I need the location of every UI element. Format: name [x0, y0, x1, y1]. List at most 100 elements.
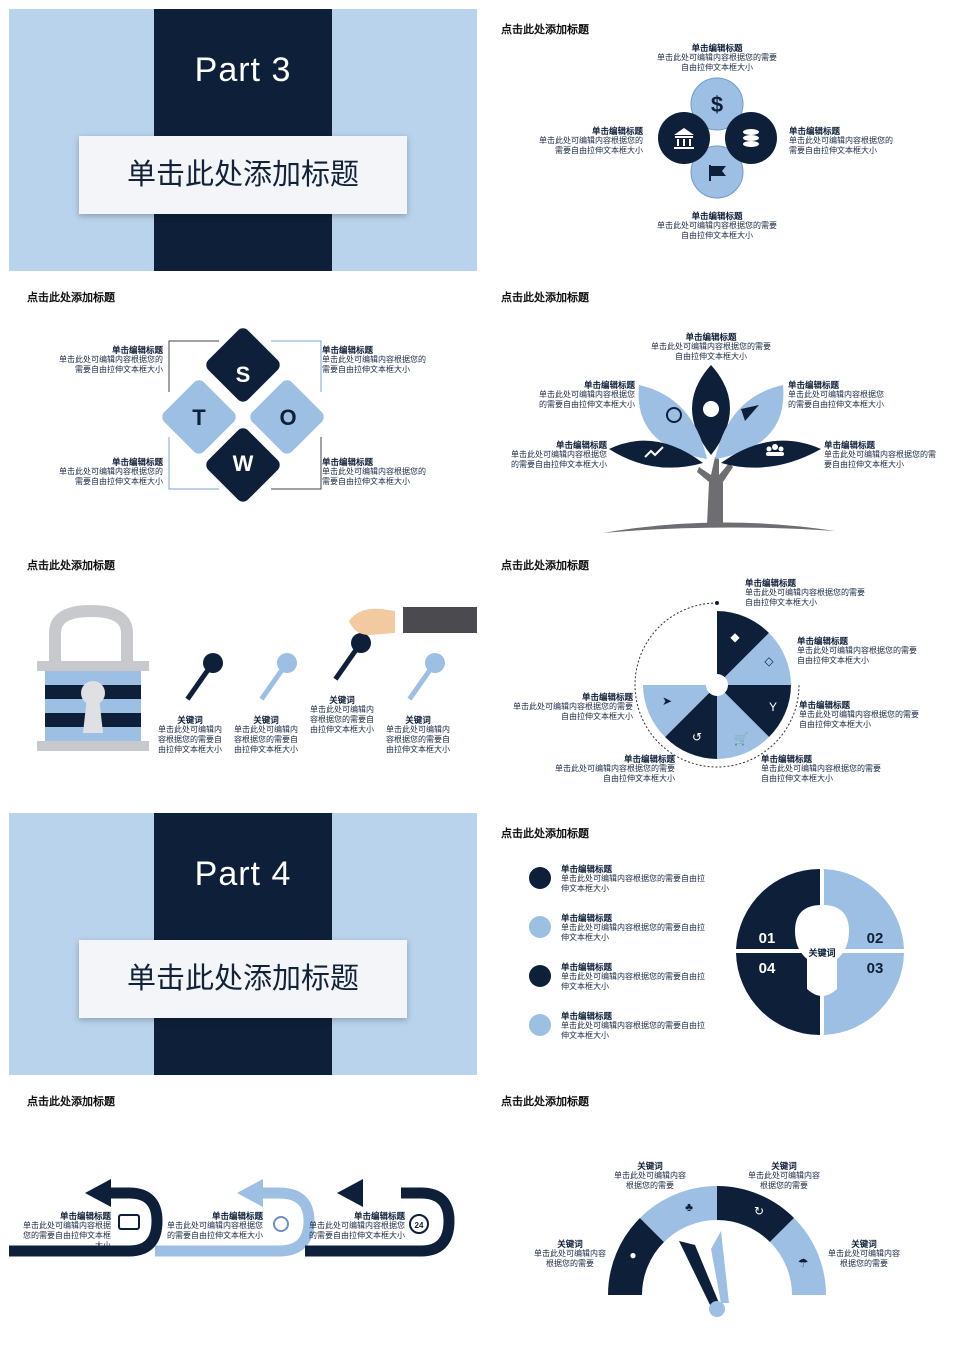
- slide-title[interactable]: 点击此处添加标题: [501, 828, 589, 840]
- cocktail-icon: Y: [769, 700, 777, 714]
- bulb-caption-4[interactable]: 单击编辑标题单击此处可编辑内容根据您的需要自由拉伸文本框大小: [561, 1011, 705, 1040]
- swot-caption-2[interactable]: 单击编辑标题单击此处可编辑内容根据您的需要自由拉伸文本框大小: [322, 345, 426, 374]
- tree-caption-left-upper[interactable]: 单击编辑标题单击此处可编辑内容根据您的需要自由拉伸文本框大小: [539, 380, 635, 409]
- bulb-slide: 点击此处添加标题 01 02 03 04 关键词 单击编辑标题单击此处可编辑内容…: [483, 813, 951, 1075]
- hand-icon: [349, 605, 477, 635]
- slide-title[interactable]: 点击此处添加标题: [501, 292, 589, 304]
- arrows-slide: 点击此处添加标题 24 单击编辑标题单击此处可编辑内容根据您的需要自由拉伸文本框…: [9, 1081, 477, 1343]
- swot-letter-s: S: [236, 362, 251, 387]
- gauge-caption-left[interactable]: 关键词单击此处可编辑内容根据您的需要: [534, 1239, 606, 1268]
- clover-bottom-caption[interactable]: 单击编辑标题单击此处可编辑内容根据您的需要自由拉伸文本框大小: [657, 211, 777, 240]
- part3-title-box[interactable]: 单击此处添加标题: [79, 136, 407, 214]
- fan-caption-4[interactable]: 单击编辑标题单击此处可编辑内容根据您的需要自由拉伸文本框大小: [761, 754, 881, 783]
- tree-caption-right-lower[interactable]: 单击编辑标题单击此处可编辑内容根据您的需要自由拉伸文本框大小: [824, 440, 936, 469]
- chart-up-icon: [644, 446, 664, 458]
- swot-caption-1[interactable]: 单击编辑标题单击此处可编辑内容根据您的需要自由拉伸文本框大小: [59, 345, 163, 374]
- tree-caption-left-lower[interactable]: 单击编辑标题单击此处可编辑内容根据您的需要自由拉伸文本框大小: [511, 440, 607, 469]
- gauge-needle-dark: [679, 1241, 719, 1307]
- slide-title[interactable]: 点击此处添加标题: [27, 1096, 115, 1108]
- gauge-arc: [608, 1186, 826, 1296]
- 24h-icon: [409, 1214, 429, 1234]
- swot-slide: 点击此处添加标题 S T O W 单击编辑标题单击此处可编辑内容根据您的需要自由…: [9, 277, 477, 539]
- tree-caption-top[interactable]: 单击编辑标题单击此处可编辑内容根据您的需要自由拉伸文本框大小: [651, 332, 771, 361]
- arrow-caption-1[interactable]: 单击编辑标题单击此处可编辑内容根据您的需要自由拉伸文本框大小: [23, 1211, 111, 1250]
- fan-caption-1[interactable]: 单击编辑标题单击此处可编辑内容根据您的需要自由拉伸文本框大小: [745, 578, 865, 607]
- part4-slide: Part 4 单击此处添加标题: [9, 813, 477, 1075]
- bulb-caption-1[interactable]: 单击编辑标题单击此处可编辑内容根据您的需要自由拉伸文本框大小: [561, 864, 705, 893]
- history-icon: ↺: [692, 730, 702, 744]
- codepen-icon: ◇: [764, 654, 774, 668]
- clover-left-caption[interactable]: 单击编辑标题单击此处可编辑内容根据您的需要自由拉伸文本框大小: [539, 126, 643, 155]
- clover-slide: 点击此处添加标题 $ 单击编辑标题单击此处可编辑内容根据您的需要自由拉伸文本框大…: [483, 9, 951, 271]
- umbrella-icon: ☂: [798, 1256, 809, 1270]
- bulb-icon: [795, 905, 849, 996]
- swot-letter-w: W: [233, 451, 254, 476]
- hand-trunk: [697, 457, 733, 525]
- fan-caption-5[interactable]: 单击编辑标题单击此处可编辑内容根据您的需要自由拉伸文本框大小: [555, 754, 675, 783]
- gauge-slide: 点击此处添加标题 ● ♣ ↻ ☂ 关键词单击此处可编辑内容根据您的需要 关键词单…: [483, 1081, 951, 1343]
- coins-icon: [743, 129, 759, 147]
- arrow-caption-3[interactable]: 单击编辑标题单击此处可编辑内容根据您的需要自由拉伸文本框大小: [309, 1211, 405, 1240]
- key-icon-3: [333, 633, 371, 681]
- slide-title[interactable]: 点击此处添加标题: [501, 1096, 589, 1108]
- clover-right-caption[interactable]: 单击编辑标题单击此处可编辑内容根据您的需要自由拉伸文本框大小: [789, 126, 893, 155]
- slide-title[interactable]: 点击此处添加标题: [27, 292, 115, 304]
- clover-top-caption[interactable]: 单击编辑标题单击此处可编辑内容根据您的需要自由拉伸文本框大小: [657, 43, 777, 72]
- fan-caption-2[interactable]: 单击编辑标题单击此处可编辑内容根据您的需要自由拉伸文本框大小: [797, 636, 917, 665]
- refresh-icon: ↻: [754, 1204, 764, 1218]
- bulb-diagram: 01 02 03 04 关键词: [529, 867, 904, 1036]
- gauge-diagram: ● ♣ ↻ ☂: [608, 1186, 826, 1317]
- fan-diagram: ◆ ◇ Y 🛒 ↺ ➤: [634, 601, 800, 768]
- key-caption-1[interactable]: 关键词单击此处可编辑内容根据您的需要自由拉伸文本框大小: [158, 715, 222, 754]
- swot-diagram: S T O W: [162, 328, 324, 502]
- gauge-needle-light: [711, 1231, 729, 1303]
- lock-keys-diagram: [37, 604, 477, 751]
- swot-letter-o: O: [279, 405, 296, 430]
- gauge-caption-top-left[interactable]: 关键词单击此处可编辑内容根据您的需要: [614, 1161, 686, 1190]
- key-caption-2[interactable]: 关键词单击此处可编辑内容根据您的需要自由拉伸文本框大小: [234, 715, 298, 754]
- clover-diagram: $: [658, 77, 777, 199]
- part4-title-box[interactable]: 单击此处添加标题: [79, 940, 407, 1018]
- cart-icon: 🛒: [734, 732, 749, 746]
- fan-caption-3[interactable]: 单击编辑标题单击此处可编辑内容根据您的需要自由拉伸文本框大小: [799, 700, 919, 729]
- bulb-number-1: 01: [759, 930, 776, 947]
- slide-title[interactable]: 点击此处添加标题: [501, 24, 589, 36]
- key-caption-4[interactable]: 关键词单击此处可编辑内容根据您的需要自由拉伸文本框大小: [386, 715, 450, 754]
- lock-shackle: [49, 604, 133, 663]
- flag-icon: [709, 165, 726, 181]
- bulb-caption-2[interactable]: 单击编辑标题单击此处可编辑内容根据您的需要自由拉伸文本框大小: [561, 913, 705, 942]
- bulb-caption-3[interactable]: 单击编辑标题单击此处可编辑内容根据您的需要自由拉伸文本框大小: [561, 962, 705, 991]
- tree-caption-right-upper[interactable]: 单击编辑标题单击此处可编辑内容根据您的需要自由拉伸文本框大小: [788, 380, 884, 409]
- send-icon: ➤: [662, 694, 672, 708]
- key-icon-4: [407, 653, 445, 701]
- gauge-caption-top-right[interactable]: 关键词单击此处可编辑内容根据您的需要: [748, 1161, 820, 1190]
- swot-letter-t: T: [192, 405, 206, 430]
- key-icon-2: [259, 653, 297, 701]
- bulb-number-2: 02: [867, 930, 884, 947]
- tree-diagram: [603, 365, 835, 533]
- slide-title[interactable]: 点击此处添加标题: [501, 560, 589, 572]
- bulb-number-3: 03: [867, 960, 884, 977]
- globe-icon: [703, 401, 719, 417]
- swot-caption-4[interactable]: 单击编辑标题单击此处可编辑内容根据您的需要自由拉伸文本框大小: [322, 457, 426, 486]
- search-truck-icon: [273, 1216, 289, 1232]
- part4-number: Part 4: [194, 855, 292, 893]
- head-idea-icon: ●: [629, 1248, 636, 1262]
- swot-caption-3[interactable]: 单击编辑标题单击此处可编辑内容根据您的需要自由拉伸文本框大小: [59, 457, 163, 486]
- keyhole-icon: [81, 681, 105, 733]
- dropbox-icon: ◆: [730, 630, 740, 644]
- lifebuoy-icon: [666, 407, 682, 423]
- part3-slide: Part 3 单击此处添加标题: [9, 9, 477, 271]
- paper-plane-icon: [741, 405, 759, 421]
- fan-segments: [643, 611, 791, 759]
- key-caption-3[interactable]: 关键词单击此处可编辑内容根据您的需要自由拉伸文本框大小: [310, 695, 374, 734]
- bank-icon: [674, 128, 694, 149]
- fan-caption-6[interactable]: 单击编辑标题单击此处可编辑内容根据您的需要自由拉伸文本框大小: [513, 692, 633, 721]
- lock-keys-slide: 点击此处添加标题 关键词单击此处可编辑内容根据您的需要自由拉伸文本框大小 关键词…: [9, 545, 477, 807]
- slide-title[interactable]: 点击此处添加标题: [27, 560, 115, 572]
- gauge-caption-right[interactable]: 关键词单击此处可编辑内容根据您的需要: [828, 1239, 900, 1268]
- fan-slide: 点击此处添加标题 ◆ ◇ Y 🛒 ↺ ➤ 单击编辑标题单击此处可编辑内容根据您的…: [483, 545, 951, 807]
- people-icon: [766, 444, 784, 456]
- arrow-caption-2[interactable]: 单击编辑标题单击此处可编辑内容根据您的需要自由拉伸文本框大小: [167, 1211, 263, 1240]
- arrows-diagram: 24: [9, 1179, 455, 1257]
